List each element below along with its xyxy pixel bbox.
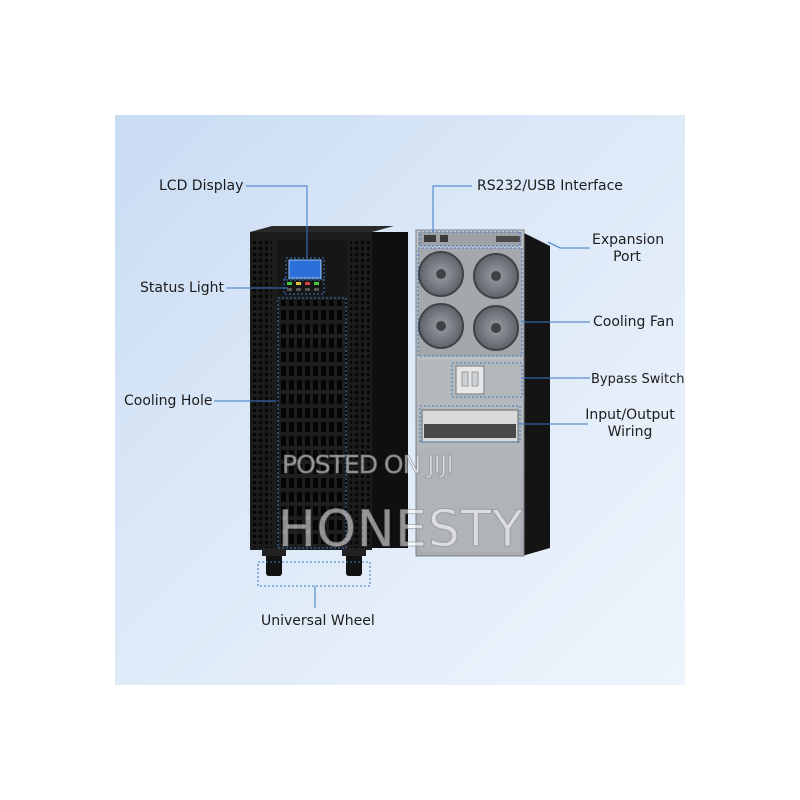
interface-highlight	[419, 231, 521, 247]
universal-wheels	[262, 548, 366, 576]
cooling-hole-highlight	[277, 297, 347, 549]
status-lights	[287, 282, 319, 291]
leader-lines	[214, 185, 590, 608]
wheel-highlight	[257, 561, 371, 587]
label-status-light: Status Light	[140, 280, 224, 296]
label-io-wiring: Input/Output Wiring	[585, 407, 675, 440]
ups-front-cabinet	[250, 226, 408, 550]
cooling-fan-icon	[418, 251, 519, 351]
label-bypass-switch: Bypass Switch	[591, 372, 685, 387]
label-cooling-fan: Cooling Fan	[593, 314, 675, 330]
lcd-highlight	[285, 257, 325, 281]
status-light-highlight	[283, 278, 325, 295]
fan-highlight	[417, 247, 523, 357]
watermark-line-1: POSTED ON JIJI	[282, 450, 455, 480]
highlight-boxes	[257, 231, 523, 587]
lcd-screen	[288, 259, 322, 279]
watermark-line-2: HONESTY	[278, 500, 524, 559]
label-universal-wheel: Universal Wheel	[261, 613, 375, 629]
wiring-highlight	[419, 405, 521, 443]
label-rs232-usb: RS232/USB Interface	[477, 178, 623, 194]
label-expansion-port: Expansion Port	[592, 232, 665, 265]
label-cooling-hole: Cooling Hole	[124, 393, 213, 409]
label-lcd-display: LCD Display	[159, 178, 244, 194]
